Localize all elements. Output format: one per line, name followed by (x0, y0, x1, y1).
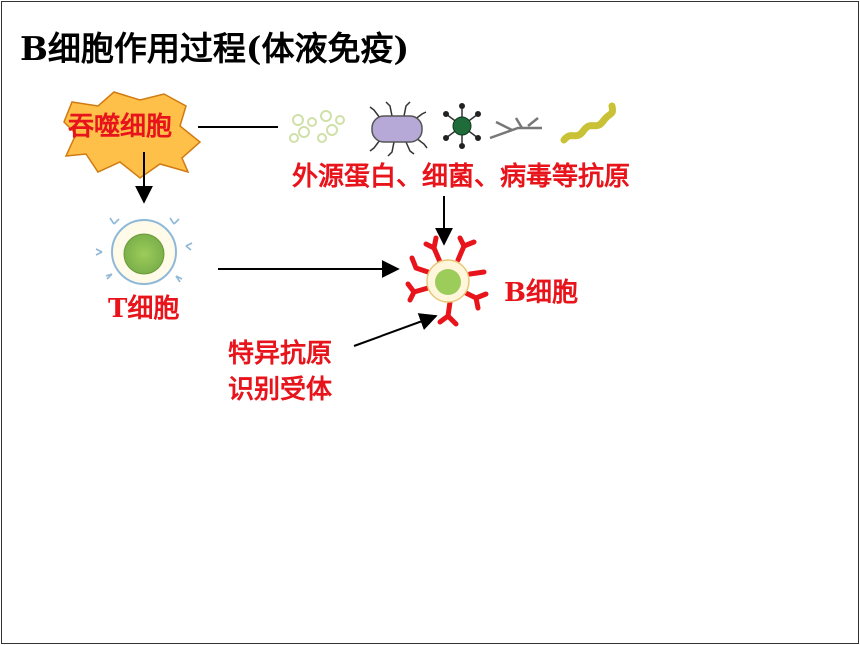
virus-icon (443, 103, 481, 149)
t-cell-icon (95, 217, 193, 285)
phagocyte-label: 吞噬细胞 (68, 112, 173, 142)
antigen-label: 外源蛋白、细菌、病毒等抗原 (292, 162, 631, 192)
spiral-bacterium-icon (560, 102, 616, 144)
receptor-label-line2: 识别受体 (228, 375, 333, 405)
page-title: B细胞作用过程(体液免疫) (20, 29, 410, 68)
bacterium-icon (369, 101, 428, 157)
b-cell-label: B细胞 (504, 278, 578, 308)
t-cell-label: T细胞 (108, 294, 180, 324)
receptor-label-line1: 特异抗原 (228, 339, 333, 369)
b-cell-icon (405, 235, 489, 327)
filament-antigen-icon (489, 117, 542, 140)
phagocyte-icon (63, 91, 202, 179)
arrow-receptor-to-bcell (353, 313, 438, 347)
protein-antigen-icon (289, 110, 345, 143)
receptor-label: 特异抗原 识别受体 (228, 336, 332, 408)
